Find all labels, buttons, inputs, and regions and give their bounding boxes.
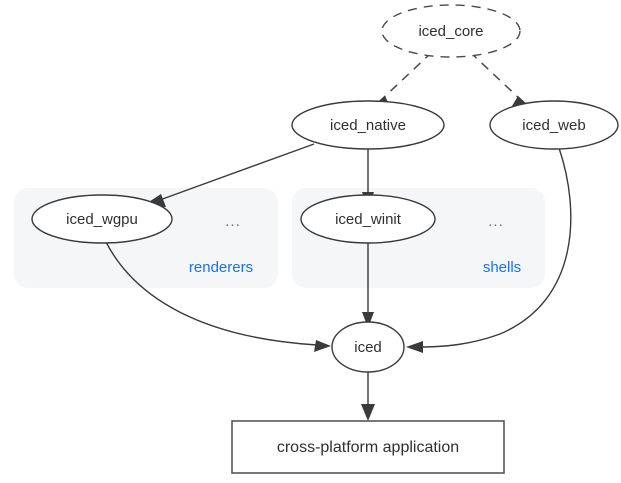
- node-iced-winit-shape[interactable]: [300, 194, 436, 244]
- edge-iced-to-application: [361, 372, 375, 421]
- node-iced-web-shape[interactable]: [489, 100, 619, 150]
- edge-iced-winit-to-iced: [362, 243, 374, 328]
- edge-iced-web-to-iced: [406, 147, 572, 353]
- cluster-renderers-ellipsis: ...: [225, 213, 241, 230]
- node-iced-core-shape[interactable]: [381, 4, 521, 58]
- node-iced-wgpu[interactable]: iced_wgpu: [31, 194, 173, 244]
- cluster-shells-label: shells: [483, 259, 521, 276]
- node-iced-shape[interactable]: [331, 321, 405, 373]
- cluster-shells-ellipsis: ...: [488, 213, 504, 230]
- edge-iced-wgpu-to-iced: [105, 241, 331, 352]
- node-iced-wgpu-shape[interactable]: [31, 194, 173, 244]
- node-application-label: cross-platform application: [277, 439, 459, 456]
- node-application[interactable]: cross-platform application: [231, 420, 505, 474]
- node-iced-winit[interactable]: iced_winit: [300, 194, 436, 244]
- node-iced-core[interactable]: iced_core: [381, 4, 521, 58]
- node-iced-web[interactable]: iced_web: [489, 100, 619, 150]
- node-iced-native[interactable]: iced_native: [291, 100, 445, 150]
- node-iced-native-shape[interactable]: [291, 100, 445, 150]
- node-iced[interactable]: iced: [331, 321, 405, 373]
- cluster-renderers-label: renderers: [189, 259, 253, 276]
- node-application-shape[interactable]: [231, 420, 505, 474]
